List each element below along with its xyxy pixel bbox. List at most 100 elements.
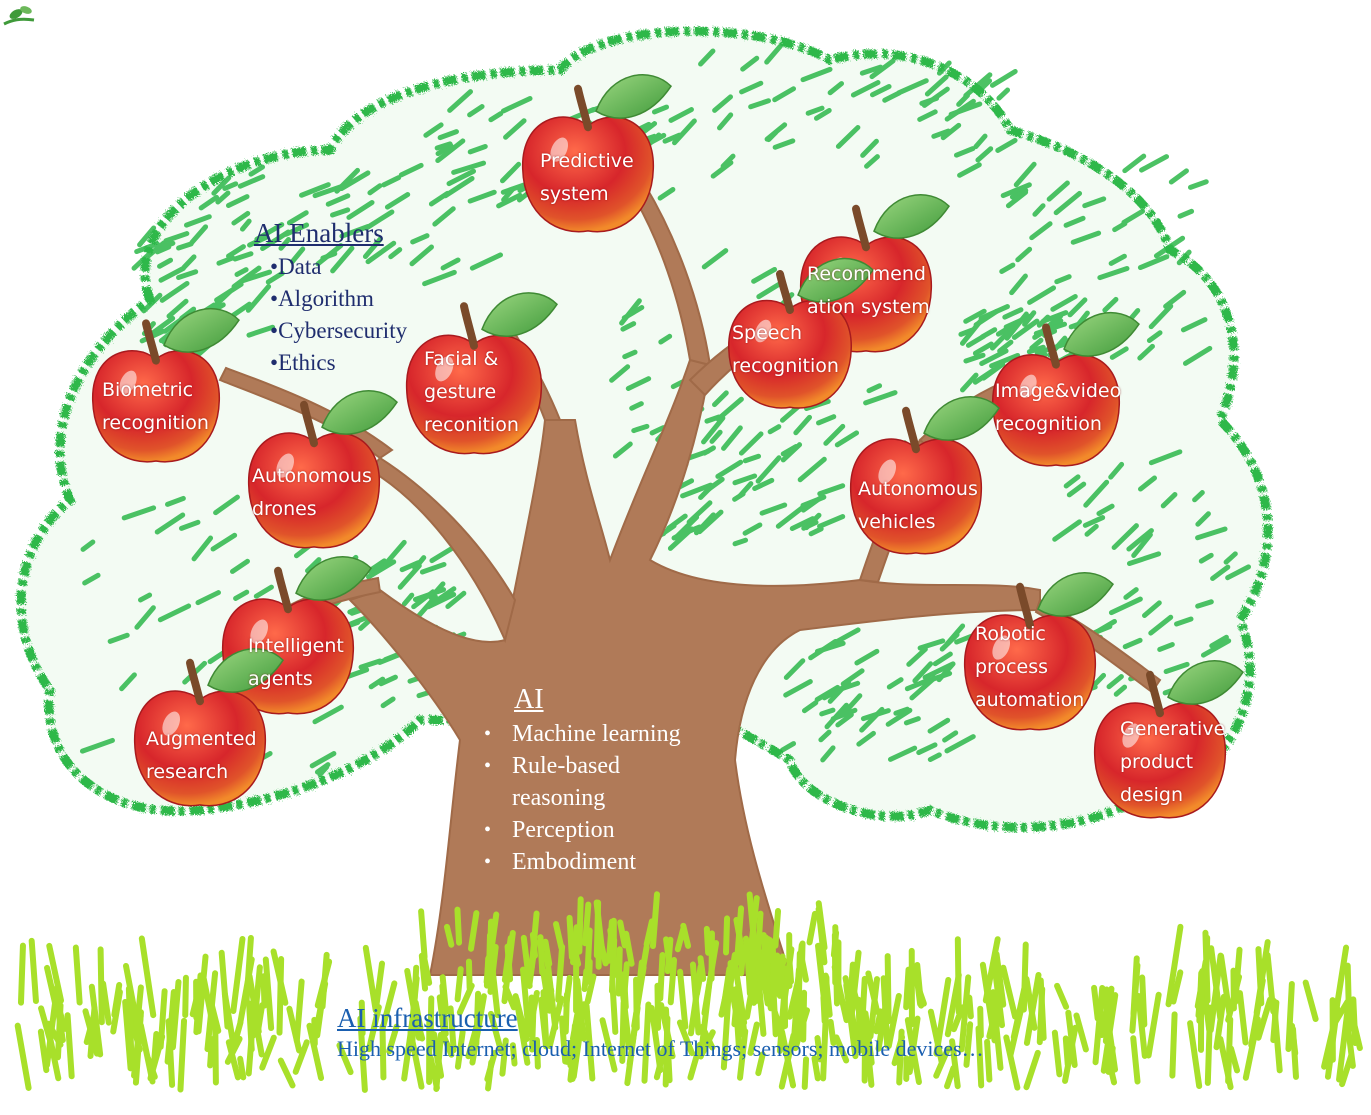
grass-blade (221, 991, 237, 1047)
canopy-stroke (764, 122, 788, 142)
canopy-stroke (1054, 274, 1072, 285)
grass-blade (540, 989, 550, 1046)
canopy-stroke (1225, 564, 1252, 581)
canopy-stroke (973, 133, 988, 150)
canopy-stroke (805, 105, 825, 116)
grass-blade (1232, 946, 1243, 1006)
apple-leaf (295, 556, 372, 601)
grass-blade (38, 1005, 55, 1049)
canopy-stroke (435, 138, 466, 164)
grass-blade (125, 985, 135, 1069)
grass-blade (1003, 1034, 1021, 1091)
canopy-stroke (978, 78, 993, 92)
grass-blade (584, 973, 597, 1005)
canopy-stroke (989, 352, 1021, 369)
ai-core-item: Embodiment (484, 846, 702, 878)
canopy-stroke (141, 292, 163, 314)
grass-blade (1236, 990, 1249, 1046)
canopy-stroke (709, 429, 723, 444)
apple-label-line: Generative (1120, 718, 1226, 740)
canopy-stroke (286, 210, 309, 226)
canopy-stroke (1187, 179, 1209, 190)
canopy-stroke (312, 184, 344, 199)
grass-blade (72, 944, 83, 1006)
grass-blade (786, 957, 795, 985)
canopy-stroke (157, 603, 192, 623)
grass-blade (798, 955, 809, 983)
grass-blade (504, 943, 514, 983)
apple-icon (405, 292, 558, 455)
canopy-stroke (1209, 634, 1229, 649)
canopy-stroke (978, 304, 1010, 321)
grass-blade (487, 944, 499, 995)
canopy-stroke (1063, 474, 1081, 489)
grass-blade (891, 1034, 906, 1067)
canopy-stroke (622, 349, 638, 360)
canopy-stroke (432, 206, 456, 227)
canopy-stroke (931, 128, 951, 139)
canopy-stroke (411, 589, 436, 610)
canopy-stroke (789, 516, 816, 532)
canopy-stroke (1005, 189, 1029, 209)
grass-blade (847, 961, 856, 1005)
canopy-stroke (210, 532, 238, 552)
canopy-stroke (958, 327, 975, 337)
apple-label-line: recognition (995, 413, 1102, 435)
canopy-stroke (423, 122, 444, 138)
apple-label-line: gesture (424, 381, 497, 403)
canopy-stroke (827, 81, 845, 96)
canopy-stroke (863, 390, 898, 406)
canopy-stroke (1029, 221, 1053, 241)
grass-blade (567, 1033, 579, 1083)
ai-core-title: AI (514, 684, 544, 715)
canopy-stroke (500, 161, 522, 184)
canopy-stroke (697, 509, 724, 535)
canopy-stroke (800, 495, 824, 513)
canopy-stroke (702, 445, 716, 456)
canopy-stroke (247, 235, 268, 248)
canopy-stroke (1148, 614, 1174, 636)
grass-blade (982, 936, 1001, 1004)
canopy-stroke (813, 107, 832, 121)
canopy-stroke (850, 80, 881, 98)
apple-label-line: vehicles (858, 511, 936, 533)
grass-blade (454, 966, 464, 1003)
grass-blade (1336, 1009, 1351, 1083)
canopy-stroke (1013, 161, 1037, 188)
canopy-stroke (834, 430, 860, 448)
canopy-stroke (996, 87, 1011, 101)
grass-blade (848, 949, 862, 1021)
canopy-stroke (936, 60, 952, 76)
canopy-stroke (398, 162, 424, 178)
grass-blade (800, 989, 808, 1043)
canopy-stroke (906, 646, 928, 667)
grass-blade (1270, 999, 1280, 1044)
canopy-stroke (246, 324, 276, 338)
apple-label-line: Robotic (975, 623, 1046, 645)
canopy-stroke (409, 244, 434, 267)
grass-blade (467, 910, 480, 952)
canopy-stroke (740, 55, 760, 72)
canopy-stroke (917, 638, 946, 651)
enabler-item: Data (270, 251, 407, 283)
grass-blade (28, 937, 39, 1005)
grass-blade (586, 958, 593, 985)
canopy-stroke (131, 252, 151, 271)
grass-blade (177, 1017, 188, 1093)
canopy-stroke (1073, 310, 1090, 330)
canopy-stroke (712, 390, 729, 408)
canopy-stroke (1050, 293, 1078, 312)
canopy-stroke (783, 679, 813, 698)
grass-blade (1285, 980, 1295, 1052)
canopy-stroke (234, 267, 249, 277)
grass-blade (533, 1037, 541, 1070)
canopy-stroke (1067, 297, 1088, 318)
grass-blade (977, 1005, 984, 1039)
canopy-stroke (672, 118, 697, 146)
grass-blade (801, 1056, 810, 1090)
canopy-stroke (767, 424, 782, 435)
canopy-stroke (467, 189, 497, 204)
grass-blade (373, 960, 386, 1009)
canopy-stroke (154, 512, 186, 535)
canopy-stroke (1160, 492, 1178, 509)
